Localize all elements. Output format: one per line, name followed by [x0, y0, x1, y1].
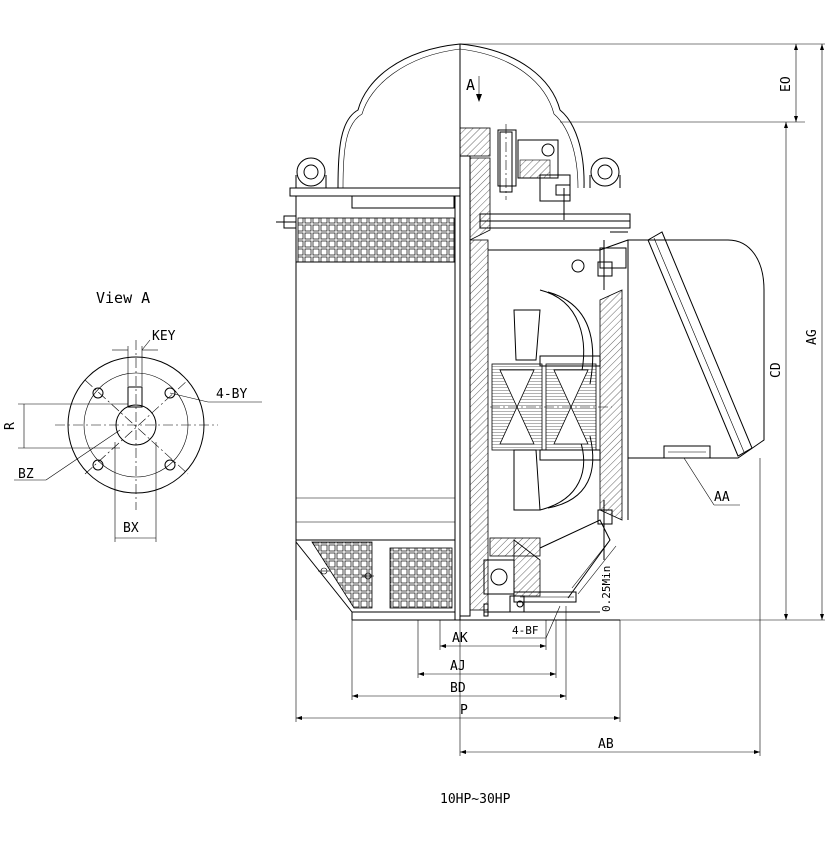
p-label: P: [460, 703, 468, 718]
bd-label: BD: [450, 681, 466, 696]
r-label: R: [3, 422, 18, 430]
keyway: [127, 386, 143, 408]
ak-label: AK: [452, 631, 468, 646]
bolt-hole: [164, 459, 176, 471]
lifting-eye-right: [590, 157, 620, 187]
view-a-flange: View A KEY 4-BY R BZ: [3, 289, 262, 542]
bolt-hole: [164, 387, 176, 399]
canopy-left: [337, 43, 461, 189]
bolt-hole: [92, 459, 104, 471]
by-label: 4-BY: [216, 387, 247, 402]
clearance-label: 0.25Min: [600, 566, 613, 612]
bolt-hole: [92, 387, 104, 399]
section-marker-a: A: [466, 76, 475, 94]
dimensions: EO AG CD AK 4-BF AJ BD P A: [295, 43, 825, 756]
stator-frame-section: [469, 239, 489, 611]
bz-label: BZ: [18, 467, 34, 482]
bx-label: BX: [123, 521, 139, 536]
lower-vent-grille-right: [389, 547, 453, 609]
caption: 10HP~30HP: [440, 792, 511, 807]
aa-label: AA: [714, 490, 730, 505]
ab-label: AB: [598, 737, 614, 752]
eo-label: EO: [779, 76, 794, 92]
aj-label: AJ: [450, 659, 466, 674]
key-label: KEY: [152, 329, 176, 344]
cd-label: CD: [769, 362, 784, 378]
upper-vent-grille: [297, 217, 455, 263]
bf-label: 4-BF: [512, 624, 539, 637]
ag-label: AG: [805, 329, 820, 345]
motor-main-view: A: [276, 43, 765, 621]
view-a-label: View A: [96, 289, 150, 307]
lower-vent-grille-left: [311, 541, 373, 609]
terminal-box: [627, 239, 765, 459]
terminal-box-cover: [647, 231, 753, 457]
lifting-eye-left: [296, 157, 326, 187]
